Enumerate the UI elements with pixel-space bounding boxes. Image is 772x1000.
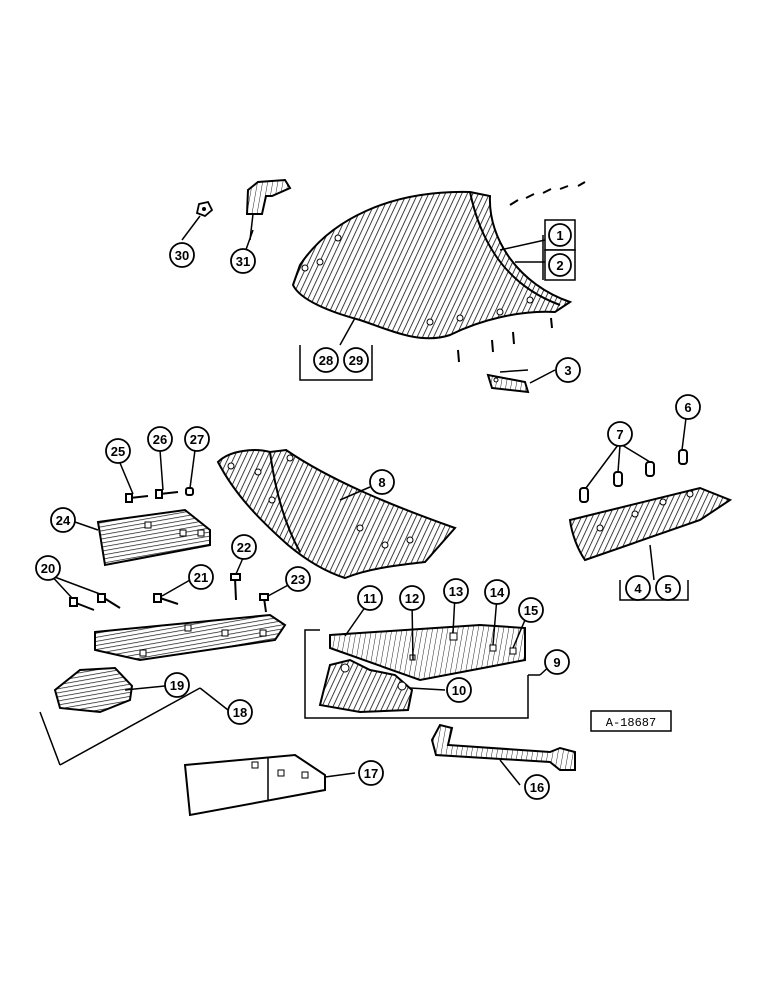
callout-23: 23 — [285, 566, 311, 592]
svg-text:30: 30 — [175, 248, 189, 263]
callout-27: 27 — [184, 426, 210, 452]
landside-17 — [183, 753, 326, 817]
svg-text:20: 20 — [41, 561, 55, 576]
callout-28: 28 — [313, 347, 339, 373]
svg-text:10: 10 — [452, 683, 466, 698]
svg-text:19: 19 — [170, 678, 184, 693]
callout-22: 22 — [231, 534, 257, 560]
svg-text:23: 23 — [291, 572, 305, 587]
svg-text:16: 16 — [530, 780, 544, 795]
svg-text:6: 6 — [684, 400, 691, 415]
frog-18 — [94, 613, 287, 662]
callout-11: 11 — [357, 585, 383, 611]
callout-30: 30 — [169, 242, 195, 268]
share-bolts — [579, 449, 688, 503]
bolts-25-27 — [125, 487, 194, 503]
callout-14: 14 — [484, 579, 510, 605]
bracket-9 — [304, 629, 540, 719]
svg-text:31: 31 — [236, 254, 250, 269]
svg-text:A-18687: A-18687 — [606, 716, 656, 730]
callout-13: 13 — [443, 578, 469, 604]
callout-15: 15 — [518, 597, 544, 623]
moldboard-bolts-bottom — [457, 317, 553, 363]
heel-10 — [318, 658, 414, 714]
svg-text:22: 22 — [237, 540, 251, 555]
svg-text:11: 11 — [363, 591, 377, 606]
plow-share — [568, 486, 733, 562]
callout-18: 18 — [227, 699, 253, 725]
callout-21: 21 — [188, 564, 214, 590]
callout-2: 2 — [544, 249, 576, 281]
callout-25: 25 — [105, 438, 131, 464]
nut-30 — [195, 200, 214, 218]
callout-9: 9 — [544, 649, 570, 675]
callout-4: 4 — [625, 575, 651, 601]
landside-24 — [96, 508, 211, 567]
callout-10: 10 — [446, 677, 472, 703]
svg-text:18: 18 — [233, 705, 247, 720]
callout-29: 29 — [343, 347, 369, 373]
svg-text:21: 21 — [194, 570, 208, 585]
bracket-line-18b — [59, 687, 201, 766]
callout-17: 17 — [358, 760, 384, 786]
callout-8: 8 — [369, 469, 395, 495]
svg-text:24: 24 — [56, 513, 71, 528]
svg-text:1: 1 — [556, 228, 563, 243]
shin-piece — [216, 448, 457, 580]
callout-5: 5 — [655, 575, 681, 601]
callout-31: 31 — [230, 248, 256, 274]
moldboard — [291, 190, 573, 340]
callout-26: 26 — [147, 426, 173, 452]
callout-24: 24 — [50, 507, 76, 533]
svg-text:7: 7 — [616, 427, 623, 442]
callout-1: 1 — [544, 219, 576, 251]
brace-19 — [53, 666, 134, 714]
callout-3: 3 — [555, 357, 581, 383]
svg-text:4: 4 — [634, 581, 642, 596]
svg-text:9: 9 — [553, 655, 560, 670]
bolts-20-23 — [69, 573, 269, 613]
svg-text:29: 29 — [349, 353, 363, 368]
rod-16 — [430, 723, 576, 771]
svg-text:26: 26 — [153, 432, 167, 447]
callout-19: 19 — [164, 672, 190, 698]
callout-12: 12 — [399, 585, 425, 611]
svg-text:12: 12 — [405, 591, 419, 606]
svg-text:8: 8 — [378, 475, 385, 490]
callout-20: 20 — [35, 555, 61, 581]
svg-text:5: 5 — [664, 581, 671, 596]
drawing-reference: A-18687 — [590, 710, 672, 732]
svg-text:27: 27 — [190, 432, 204, 447]
svg-text:25: 25 — [111, 444, 125, 459]
svg-text:13: 13 — [449, 584, 463, 599]
svg-text:14: 14 — [490, 585, 505, 600]
landside-11 — [329, 623, 526, 682]
moldboard-brace — [486, 373, 530, 394]
leader-lines — [47, 213, 689, 786]
svg-text:2: 2 — [556, 258, 563, 273]
callout-16: 16 — [524, 774, 550, 800]
svg-text:17: 17 — [364, 766, 378, 781]
svg-text:15: 15 — [524, 603, 538, 618]
moldboard-bolts-top — [509, 181, 586, 206]
bracket-line-18 — [39, 711, 61, 766]
callout-7: 7 — [607, 421, 633, 447]
callout-6: 6 — [675, 394, 701, 420]
svg-text:28: 28 — [319, 353, 333, 368]
bracket-31 — [245, 178, 292, 215]
svg-text:3: 3 — [564, 363, 571, 378]
